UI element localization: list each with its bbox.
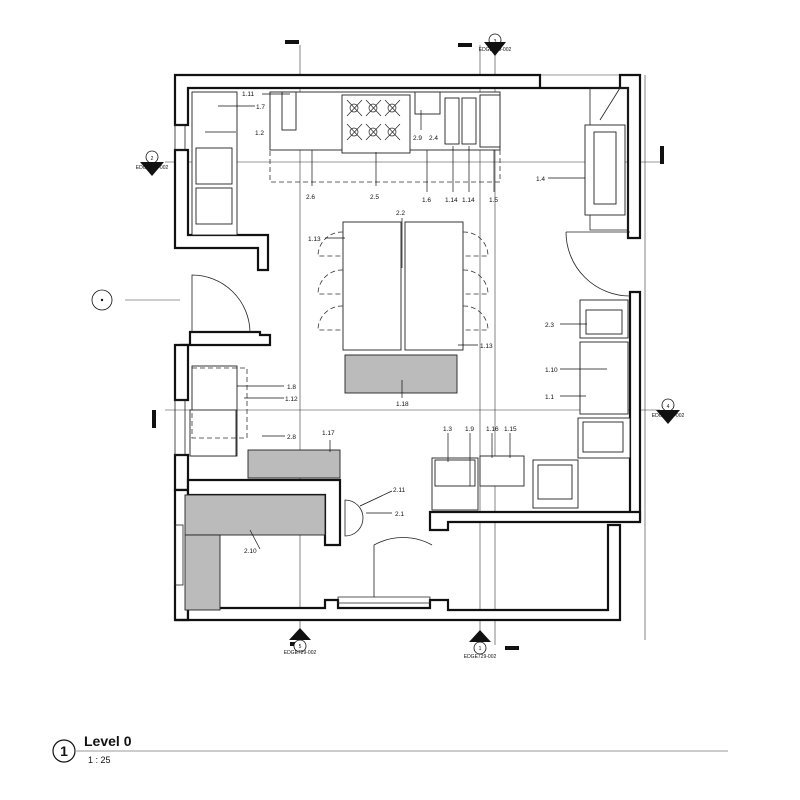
section-4-ref: EDGE729-002 [652, 413, 685, 419]
section-head-1: 1 EDGE729-002 [464, 630, 497, 660]
tag-1-2: 1.2 [255, 130, 264, 137]
tag-1-7: 1.7 [256, 104, 265, 111]
section-head-3: 3 EDGE729-002 [479, 33, 512, 56]
tag-1-12: 1.12 [285, 396, 298, 403]
tag-1-14-b: 1.14 [462, 197, 475, 204]
equipment-right [577, 87, 631, 459]
view-number: 1 [60, 743, 68, 759]
tag-2-6: 2.6 [306, 194, 315, 201]
equipment-sink-block [431, 455, 579, 511]
doors [191, 231, 631, 604]
tag-2-4: 2.4 [429, 135, 438, 142]
tag-1-6: 1.6 [422, 197, 431, 204]
section-2-ref: EDGE729-002 [136, 165, 169, 171]
section-4-number: 4 [667, 404, 670, 410]
tag-1-4: 1.4 [536, 176, 545, 183]
tag-leaders [205, 93, 607, 550]
tag-1-18: 1.18 [396, 401, 409, 408]
section-1-ref: EDGE729-002 [464, 654, 497, 660]
tag-1-1: 1.1 [545, 394, 554, 401]
level-marker [91, 289, 113, 311]
tag-1-13-b: 1.13 [480, 343, 493, 350]
tag-1-11: 1.11 [242, 91, 255, 98]
tag-1-15: 1.15 [504, 426, 517, 433]
section-5-ref: EDGE729-002 [284, 650, 317, 656]
windows [174, 124, 186, 586]
tag-1-5: 1.5 [489, 197, 498, 204]
tag-2-2: 2.2 [396, 210, 405, 217]
tag-1-9: 1.9 [465, 426, 474, 433]
central-fridges [317, 221, 489, 394]
equipment-left-top [191, 91, 238, 236]
section-5-number: 5 [299, 644, 302, 650]
section-3-ref: EDGE729-002 [479, 47, 512, 53]
tag-2-8: 2.8 [287, 434, 296, 441]
tag-1-13-a: 1.13 [308, 236, 321, 243]
section-head-4: 4 EDGE729-002 [652, 398, 685, 424]
tag-1-3: 1.3 [443, 426, 452, 433]
section-3-number: 3 [494, 39, 497, 45]
tag-1-14-a: 1.14 [445, 197, 458, 204]
equipment-lower-left [184, 365, 341, 611]
view-title: Level 0 [84, 733, 132, 749]
tag-2-5: 2.5 [370, 194, 379, 201]
equipment-tags: 1.11 1.7 1.2 2.6 2.5 2.9 2.4 1.6 1.14 1.… [242, 91, 558, 555]
tag-1-16: 1.16 [486, 426, 499, 433]
section-2-number: 2 [151, 156, 154, 162]
view-title-block: 1 Level 0 1 : 25 [52, 733, 728, 765]
tag-2-1: 2.1 [395, 511, 404, 518]
tag-2-9: 2.9 [413, 135, 422, 142]
section-head-2: 2 EDGE729-002 [136, 150, 169, 176]
tag-1-10: 1.10 [545, 367, 558, 374]
tag-2-11: 2.11 [393, 487, 406, 494]
burners [346, 99, 401, 141]
tag-1-8: 1.8 [287, 384, 296, 391]
section-head-5: 5 EDGE729-002 [284, 628, 317, 656]
tag-2-3: 2.3 [545, 322, 554, 329]
view-scale: 1 : 25 [88, 755, 111, 765]
tag-2-10: 2.10 [244, 548, 257, 555]
equipment-top-line [269, 91, 501, 183]
tag-1-17: 1.17 [322, 430, 335, 437]
walls [173, 73, 642, 622]
section-1-number: 1 [479, 646, 482, 652]
